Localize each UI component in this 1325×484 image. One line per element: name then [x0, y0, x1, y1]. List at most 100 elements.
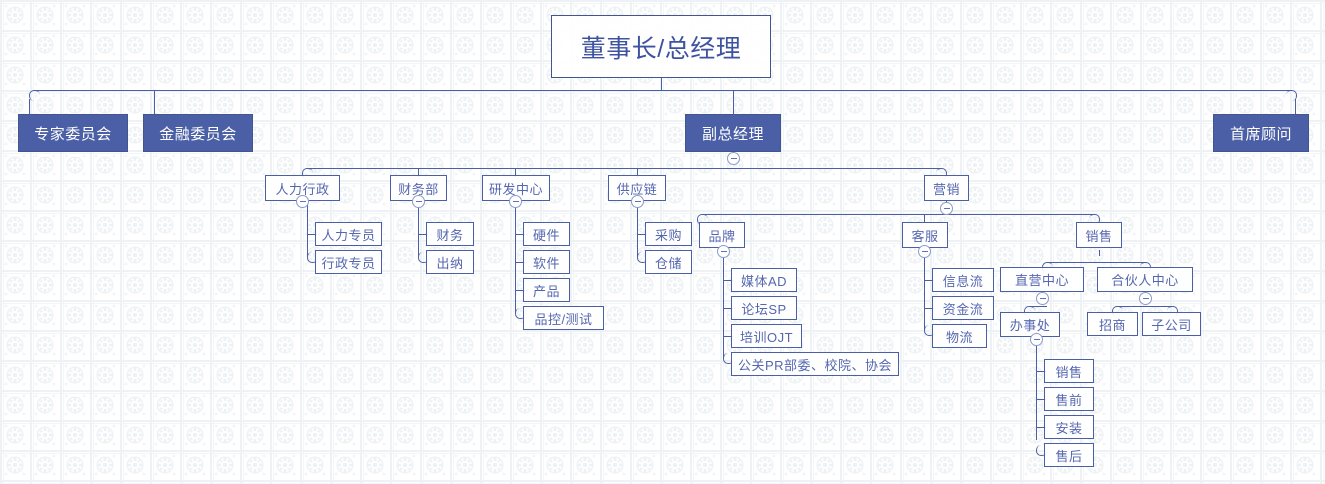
node-label: 财务部	[398, 181, 439, 197]
node-label: 销售	[1055, 364, 1083, 380]
node-forum-sp[interactable]: 论坛SP	[731, 296, 797, 320]
connector-elbow	[1167, 306, 1178, 317]
node-office-install[interactable]: 安装	[1044, 415, 1094, 439]
connector-service-spine	[924, 250, 925, 330]
node-label: 销售	[1085, 228, 1113, 244]
collapse-minus-icon-vice-gm[interactable]	[727, 152, 740, 165]
connector-elbow	[418, 252, 429, 263]
node-vice-gm[interactable]: 副总经理	[685, 114, 781, 152]
connector-elbow	[515, 308, 526, 319]
node-label: 产品	[532, 283, 560, 299]
collapse-minus-icon-customer-service[interactable]	[918, 245, 931, 258]
node-label: 培训OJT	[739, 329, 794, 345]
node-admin-specialist[interactable]: 行政专员	[315, 250, 382, 274]
node-office-sales[interactable]: 销售	[1044, 359, 1094, 383]
node-info-flow[interactable]: 信息流	[932, 268, 994, 292]
node-expert-committee[interactable]: 专家委员会	[18, 114, 128, 152]
connector-drop-rd	[515, 168, 516, 177]
node-sales[interactable]: 销售	[1076, 222, 1122, 248]
connector-partner-bus	[1117, 306, 1172, 307]
connector-sales-bus	[1047, 262, 1145, 263]
node-label: 直营中心	[1014, 273, 1069, 288]
collapse-minus-icon-finance-dept[interactable]	[412, 195, 425, 208]
node-label: 首席顾问	[1229, 125, 1292, 143]
collapse-minus-icon-hr-admin[interactable]	[296, 195, 309, 208]
node-label: 金融委员会	[159, 125, 237, 143]
connector-drop-vp	[733, 90, 734, 115]
connector-office-branch-2	[1036, 399, 1046, 400]
node-direct-center[interactable]: 直营中心	[1000, 267, 1084, 292]
node-label: 仓储	[654, 255, 682, 271]
node-office-presale[interactable]: 售前	[1044, 387, 1094, 411]
node-purchasing[interactable]: 采购	[645, 222, 692, 246]
node-product[interactable]: 产品	[523, 278, 570, 302]
node-hr-specialist[interactable]: 人力专员	[315, 222, 382, 246]
connector-service-branch-2	[924, 308, 934, 309]
connector-drop-finance	[418, 168, 419, 177]
node-media-ad[interactable]: 媒体AD	[731, 268, 797, 292]
node-label: 办事处	[1009, 318, 1051, 333]
node-warehousing[interactable]: 仓储	[645, 250, 692, 274]
node-accounting[interactable]: 财务	[426, 222, 474, 246]
node-subsidiary[interactable]: 子公司	[1142, 312, 1201, 336]
node-training-ojt[interactable]: 培训OJT	[731, 324, 802, 348]
node-customer-service[interactable]: 客服	[902, 222, 948, 248]
node-office-aftersale[interactable]: 售后	[1044, 443, 1094, 467]
connector-direct-bus	[1029, 306, 1047, 307]
connector-supply-spine	[637, 205, 638, 257]
collapse-minus-icon-marketing[interactable]	[940, 202, 953, 215]
node-label: 人力专员	[321, 227, 376, 243]
node-finance-committee[interactable]: 金融委员会	[143, 114, 253, 152]
collapse-minus-icon-supply-chain[interactable]	[631, 195, 644, 208]
node-label: 售后	[1055, 448, 1083, 464]
connector-drop-expert	[29, 99, 30, 115]
connector-brand-spine	[723, 250, 724, 358]
node-label: 人力行政	[275, 181, 330, 197]
node-cashier[interactable]: 出纳	[426, 250, 474, 274]
connector-drop-service	[924, 214, 925, 223]
connector-elbow	[924, 325, 935, 336]
node-capital-flow[interactable]: 资金流	[932, 296, 994, 320]
collapse-minus-icon-brand[interactable]	[717, 245, 730, 258]
node-chief-advisor[interactable]: 首席顾问	[1213, 114, 1309, 152]
node-label: 软件	[532, 255, 560, 271]
connector-office-spine	[1036, 332, 1037, 440]
node-label: 董事长/总经理	[580, 34, 742, 63]
collapse-minus-icon-office[interactable]	[1030, 333, 1043, 346]
node-chairman-gm[interactable]: 董事长/总经理	[551, 15, 771, 78]
node-office[interactable]: 办事处	[1000, 312, 1060, 337]
connector-drop-finance-comm	[154, 90, 155, 115]
connector-office-branch-3	[1036, 427, 1046, 428]
connector-level1-bus	[34, 90, 1291, 91]
node-software[interactable]: 软件	[523, 250, 570, 274]
node-qa-testing[interactable]: 品控/测试	[523, 306, 604, 330]
connector-elbow	[723, 353, 734, 364]
connector-drop-supply	[637, 168, 638, 177]
connector-elbow	[29, 90, 40, 101]
collapse-minus-icon-rd-center[interactable]	[509, 195, 522, 208]
connector-rd-branch-3	[515, 290, 525, 291]
node-label: 营销	[932, 181, 960, 197]
connector-rd-branch-2	[515, 262, 525, 263]
collapse-minus-icon-partner-center[interactable]	[1139, 292, 1152, 305]
node-label: 研发中心	[488, 181, 543, 197]
node-label: 子公司	[1151, 317, 1192, 333]
node-hardware[interactable]: 硬件	[523, 222, 570, 246]
node-logistics[interactable]: 物流	[932, 324, 987, 348]
connector-finance-branch-1	[418, 234, 428, 235]
connector-sales-stem	[1099, 250, 1100, 256]
node-label: 合伙人中心	[1111, 273, 1179, 288]
node-partner-center[interactable]: 合伙人中心	[1097, 267, 1193, 292]
node-marketing[interactable]: 营销	[924, 175, 969, 201]
node-label: 论坛SP	[741, 301, 787, 317]
connector-level2-bus	[307, 168, 941, 169]
node-pr-dept[interactable]: 公关PR部委、校院、协会	[731, 352, 899, 376]
node-label: 专家委员会	[34, 125, 112, 143]
connector-elbow	[637, 252, 648, 263]
connector-drop-advisor	[1295, 99, 1296, 115]
collapse-minus-icon-direct-center[interactable]	[1036, 292, 1049, 305]
connector-elbow	[1089, 214, 1100, 225]
connector-brand-branch-3	[723, 336, 733, 337]
node-investment[interactable]: 招商	[1087, 312, 1138, 336]
